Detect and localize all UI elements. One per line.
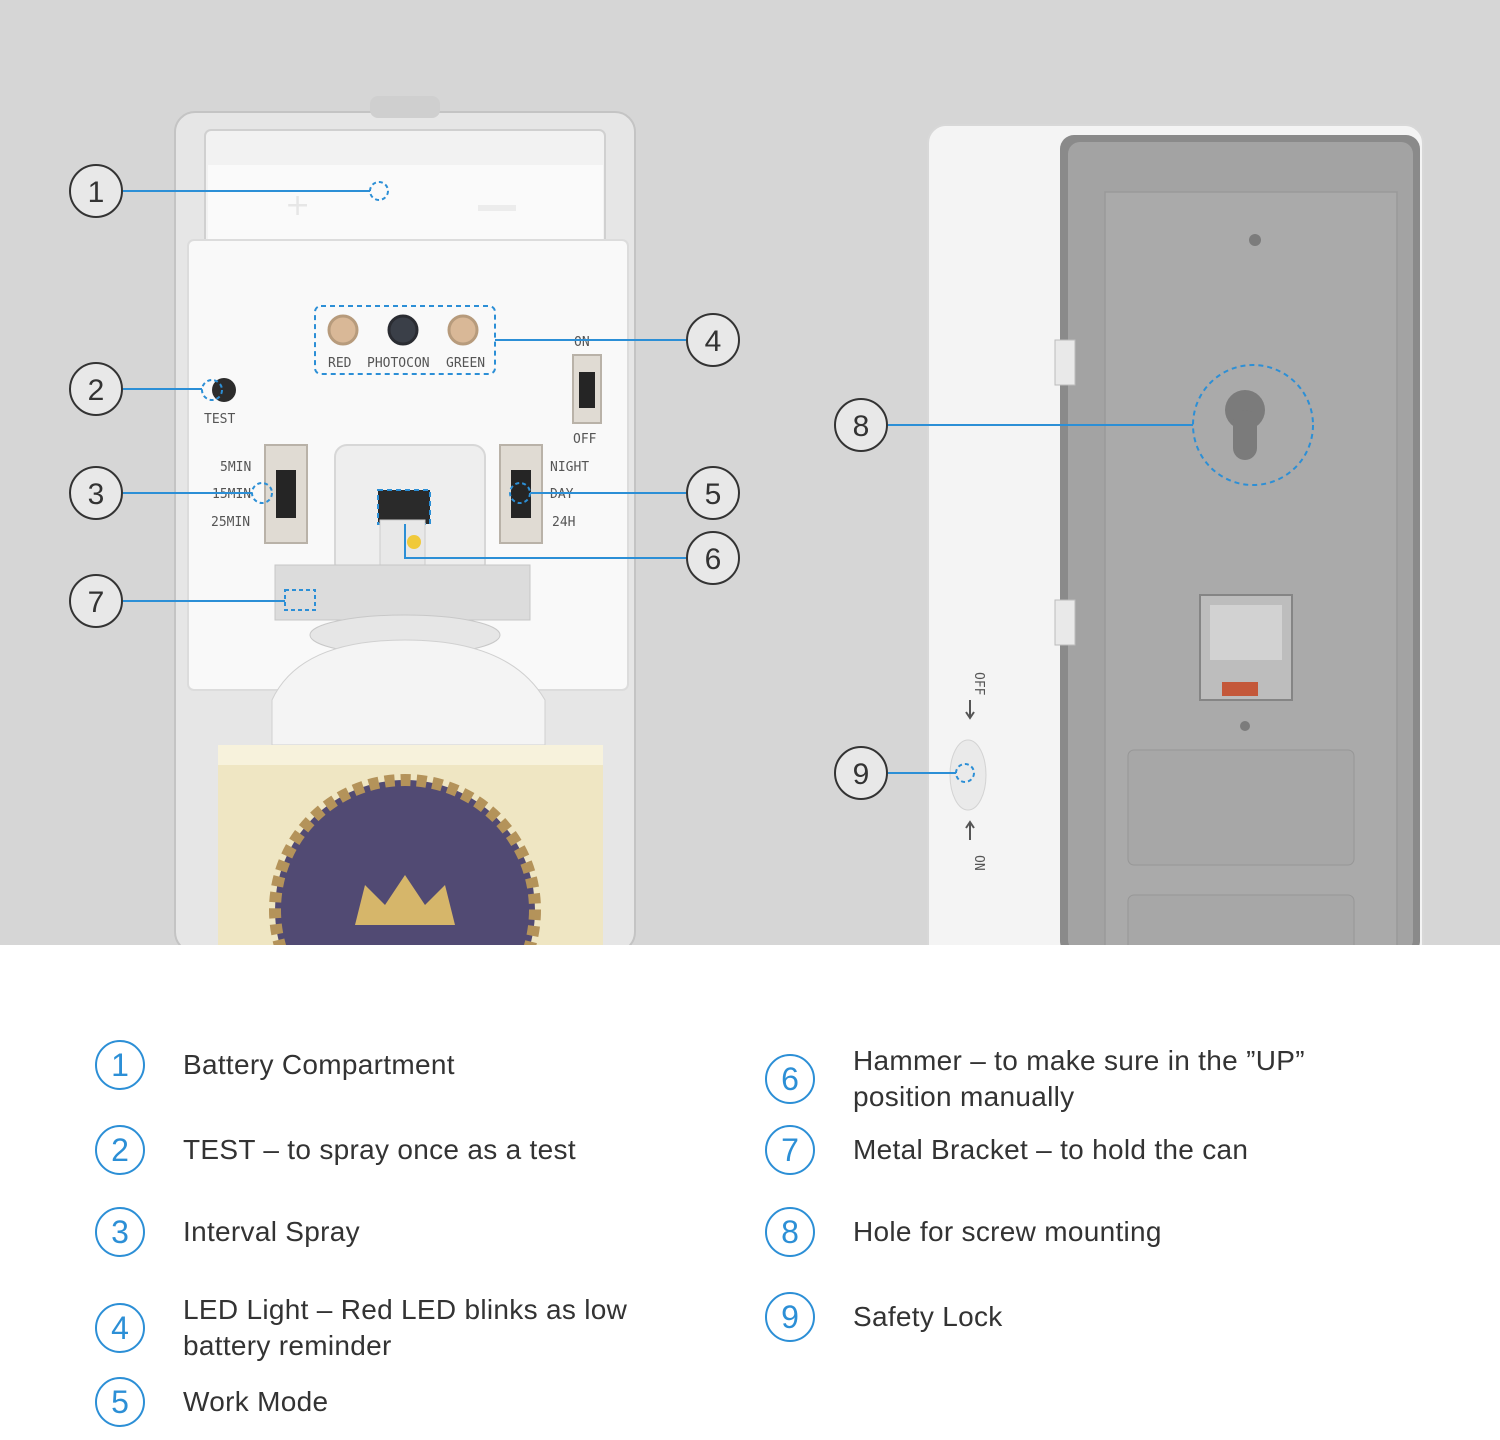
- legend-badge: 1: [95, 1040, 145, 1090]
- legend: 1 Battery Compartment 2 TEST – to spray …: [0, 945, 1500, 1440]
- callout-leaders: [123, 190, 1193, 774]
- svg-text:6: 6: [705, 543, 722, 576]
- legend-badge: 3: [95, 1207, 145, 1257]
- svg-text:4: 4: [705, 325, 722, 358]
- legend-badge: 5: [95, 1377, 145, 1427]
- legend-item-4: 4 LED Light – Red LED blinks as low batt…: [95, 1292, 678, 1364]
- svg-text:5: 5: [705, 478, 722, 511]
- callout-9: 9: [834, 746, 888, 800]
- legend-text: TEST – to spray once as a test: [183, 1134, 576, 1165]
- legend-badge: 4: [95, 1303, 145, 1353]
- interval-5min: 5MIN: [220, 460, 251, 475]
- legend-item-9: 9 Safety Lock: [765, 1292, 1373, 1342]
- test-label: TEST: [204, 412, 235, 427]
- dispenser-illustration: + RED PHOTOCON GREEN TEST ON OFF 5MIN 15…: [69, 96, 1424, 945]
- legend-text: Metal Bracket – to hold the can: [853, 1134, 1249, 1165]
- led-photocon-label: PHOTOCON: [367, 356, 430, 371]
- legend-badge: 7: [765, 1125, 815, 1175]
- legend-text: Safety Lock: [853, 1301, 1003, 1332]
- legend-text: LED Light – Red LED blinks as low batter…: [183, 1294, 628, 1361]
- legend-badge: 6: [765, 1054, 815, 1104]
- legend-item-5: 5 Work Mode: [95, 1377, 663, 1427]
- legend-item-6: 6 Hammer – to make sure in the ”UP” posi…: [765, 1043, 1373, 1115]
- svg-text:1: 1: [88, 176, 105, 209]
- front-device: + RED PHOTOCON GREEN TEST ON OFF 5MIN 15…: [174, 96, 636, 945]
- svg-text:2: 2: [88, 374, 105, 407]
- svg-text:+: +: [285, 188, 310, 223]
- legend-badge: 8: [765, 1207, 815, 1257]
- legend-text: Interval Spray: [183, 1216, 360, 1247]
- legend-badge: 9: [765, 1292, 815, 1342]
- power-on-label: ON: [574, 335, 590, 350]
- svg-text:7: 7: [88, 586, 105, 619]
- callout-6: 6: [686, 531, 740, 585]
- legend-item-2: 2 TEST – to spray once as a test: [95, 1125, 663, 1175]
- legend-badge: 2: [95, 1125, 145, 1175]
- legend-item-7: 7 Metal Bracket – to hold the can: [765, 1125, 1373, 1175]
- mode-24h: 24H: [552, 515, 575, 530]
- legend-text: Work Mode: [183, 1386, 329, 1417]
- legend-text: Battery Compartment: [183, 1049, 455, 1080]
- interval-25min: 25MIN: [211, 515, 250, 530]
- back-device: OFF ON: [927, 124, 1424, 945]
- legend-item-3: 3 Interval Spray: [95, 1207, 663, 1257]
- callout-8: 8: [834, 398, 888, 452]
- lock-on-label: ON: [971, 855, 986, 871]
- lock-off-label: OFF: [971, 672, 986, 696]
- legend-text: Hole for screw mounting: [853, 1216, 1162, 1247]
- callout-7: 7: [69, 574, 123, 628]
- led-green-label: GREEN: [446, 356, 485, 371]
- callout-1: 1: [69, 164, 123, 218]
- svg-text:9: 9: [853, 758, 870, 791]
- legend-text: Hammer – to make sure in the ”UP” positi…: [853, 1045, 1305, 1112]
- product-photo: + RED PHOTOCON GREEN TEST ON OFF 5MIN 15…: [0, 0, 1500, 945]
- callout-2: 2: [69, 362, 123, 416]
- svg-text:3: 3: [88, 478, 105, 511]
- led-red-label: RED: [328, 356, 352, 371]
- legend-item-1: 1 Battery Compartment: [95, 1040, 663, 1090]
- mode-day: DAY: [550, 487, 574, 502]
- power-off-label: OFF: [573, 432, 597, 447]
- callout-4: 4: [686, 313, 740, 367]
- callout-3: 3: [69, 466, 123, 520]
- interval-15min: 15MIN: [212, 487, 251, 502]
- legend-item-8: 8 Hole for screw mounting: [765, 1207, 1373, 1257]
- svg-text:8: 8: [853, 410, 870, 443]
- mode-night: NIGHT: [550, 460, 589, 475]
- callout-5: 5: [686, 466, 740, 520]
